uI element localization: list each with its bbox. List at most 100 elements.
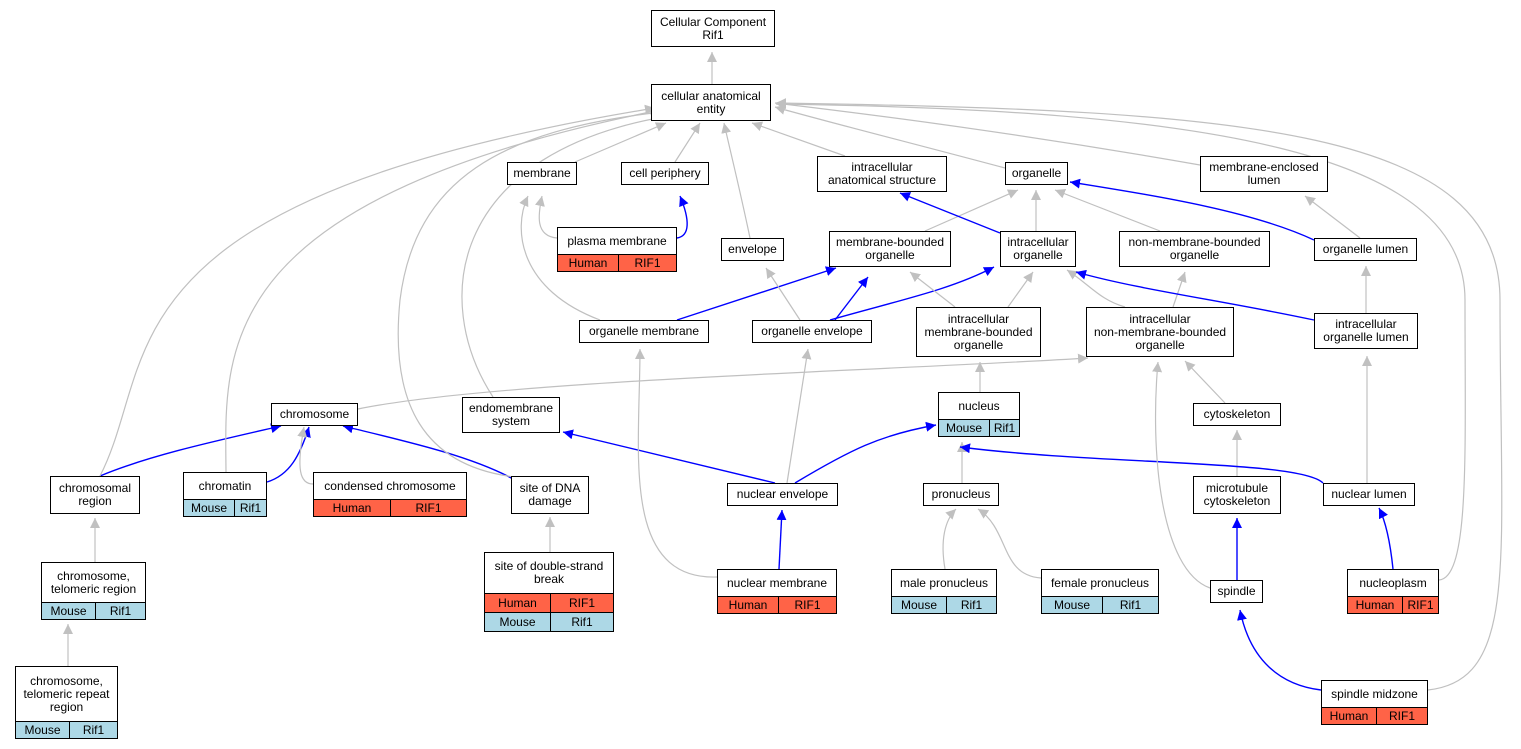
edge-part-of-iol-to-intra-org	[1075, 269, 1315, 321]
term-label: organelle envelope	[761, 324, 863, 338]
term-label: intracellular non-membrane-bounded organ…	[1093, 311, 1227, 352]
term-node-mb-org[interactable]: membrane-bounded organelle	[829, 231, 951, 267]
term-node-pronucleus[interactable]: pronucleus	[923, 483, 999, 506]
gene-cell: Rif1	[95, 603, 145, 619]
edge-part-of-org-membrane-to-mb-org	[676, 266, 837, 321]
species-cell: Mouse	[50, 603, 87, 618]
edge-is-a-org-membrane-to-membrane	[519, 195, 601, 321]
edge-is-a-organelle-to-cae	[774, 104, 1006, 169]
term-node-chromosome[interactable]: chromosome	[271, 403, 358, 426]
species-cell: Mouse	[1053, 597, 1091, 612]
edge-part-of-midzone-to-spindle	[1237, 609, 1322, 691]
term-label: organelle lumen	[1322, 242, 1409, 256]
term-node-periphery[interactable]: cell periphery	[621, 162, 709, 185]
gene-cell: RIF1	[1376, 708, 1427, 724]
term-label: Cellular Component Rif1	[659, 14, 767, 42]
term-label: chromatin	[198, 478, 252, 493]
gene-cell: Rif1	[946, 597, 996, 613]
term-label: chromosome, telomeric region	[50, 568, 137, 596]
species-cell: Mouse	[945, 420, 983, 435]
term-node-envelope[interactable]: envelope	[721, 238, 784, 261]
term-label: site of double-strand break	[494, 559, 604, 586]
edge-is-a-nuc-envelope-to-org-envelope	[786, 348, 812, 484]
term-node-spindle[interactable]: spindle	[1210, 580, 1263, 603]
term-label: nucleus	[958, 398, 1000, 413]
term-node-mem-lumen[interactable]: membrane-enclosed lumen	[1200, 156, 1328, 192]
term-node-iol[interactable]: intracellular organelle lumen	[1314, 313, 1418, 349]
edge-part-of-org-envelope-to-mb-org	[834, 276, 869, 321]
edge-is-a-org-envelope-to-envelope	[765, 267, 801, 321]
term-node-cae[interactable]: cellular anatomical entity	[651, 84, 771, 121]
term-node-intra-org[interactable]: intracellular organelle	[1000, 231, 1076, 267]
gene-cell: RIF1	[618, 255, 676, 271]
gene-cell: Rif1	[69, 722, 117, 738]
term-node-organelle[interactable]: organelle	[1005, 162, 1068, 185]
term-node-inmb-org[interactable]: intracellular non-membrane-bounded organ…	[1086, 307, 1234, 357]
term-node-nmb-org[interactable]: non-membrane-bounded organelle	[1119, 231, 1270, 267]
term-node-intra-struct[interactable]: intracellular anatomical structure	[817, 156, 947, 192]
species-cell: Mouse	[900, 597, 938, 612]
term-label: condensed chromosome	[324, 478, 456, 493]
gene-cell: RIF1	[1402, 597, 1438, 613]
edge-part-of-chrom-region-to-chromosome	[99, 423, 282, 477]
edge-part-of-nuc-membrane-to-nuc-envelope	[776, 509, 787, 570]
edge-is-a-envelope-to-cae	[721, 122, 751, 239]
term-node-nuc-lumen[interactable]: nuclear lumen	[1323, 483, 1415, 506]
term-node-endomembrane[interactable]: endomembrane system	[462, 397, 560, 433]
term-label: intracellular membrane-bounded organelle	[924, 311, 1033, 352]
term-node-dna-damage[interactable]: site of DNA damage	[511, 476, 589, 514]
edge-is-a-nucleoplasm-to-cae	[775, 99, 1466, 581]
term-label: endomembrane system	[468, 401, 554, 428]
term-label: membrane-enclosed lumen	[1209, 160, 1319, 187]
edge-is-a-condensed-to-chromosome	[297, 426, 314, 485]
edge-part-of-nuc-envelope-to-endomembrane	[562, 429, 776, 484]
term-label: male pronucleus	[899, 575, 989, 590]
term-label: chromosomal region	[58, 481, 132, 508]
term-label: membrane	[513, 166, 571, 180]
term-node-mt-cyto[interactable]: microtubule cytoskeleton	[1193, 476, 1281, 514]
annotation-row-human: Human RIF1	[1348, 596, 1438, 613]
term-label: cellular anatomical entity	[661, 88, 761, 116]
term-node-org-lumen[interactable]: organelle lumen	[1314, 238, 1417, 261]
term-label: spindle midzone	[1331, 686, 1418, 701]
species-cell: Mouse	[190, 500, 228, 515]
term-label: plasma membrane	[567, 233, 667, 248]
species-cell: Human	[332, 500, 372, 515]
annotation-row-mouse: Mouse Rif1	[42, 602, 145, 619]
edge-part-of-intra-org-to-intra-struct	[899, 192, 1001, 234]
term-node-nuc-envelope[interactable]: nuclear envelope	[727, 483, 838, 506]
term-label: membrane-bounded organelle	[835, 235, 945, 262]
gene-cell: Rif1	[550, 613, 613, 631]
term-node-cc[interactable]: Cellular Component Rif1	[651, 10, 775, 47]
term-node-membrane[interactable]: membrane	[507, 162, 577, 185]
term-label: chromosome	[279, 407, 350, 421]
edge-part-of-org-lumen-to-organelle	[1069, 178, 1315, 241]
term-node-imb-org[interactable]: intracellular membrane-bounded organelle	[916, 307, 1041, 357]
species-cell: Human	[498, 595, 537, 610]
species-cell: Human	[1355, 597, 1395, 612]
term-node-org-membrane[interactable]: organelle membrane	[579, 320, 709, 343]
term-node-chrom-region[interactable]: chromosomal region	[50, 476, 140, 514]
species-cell: Mouse	[24, 722, 61, 737]
gene-cell: RIF1	[390, 500, 466, 516]
term-node-org-envelope[interactable]: organelle envelope	[752, 320, 872, 343]
term-node-cytoskeleton[interactable]: cytoskeleton	[1193, 403, 1281, 426]
edge-is-a-midzone-to-cae	[775, 98, 1503, 691]
